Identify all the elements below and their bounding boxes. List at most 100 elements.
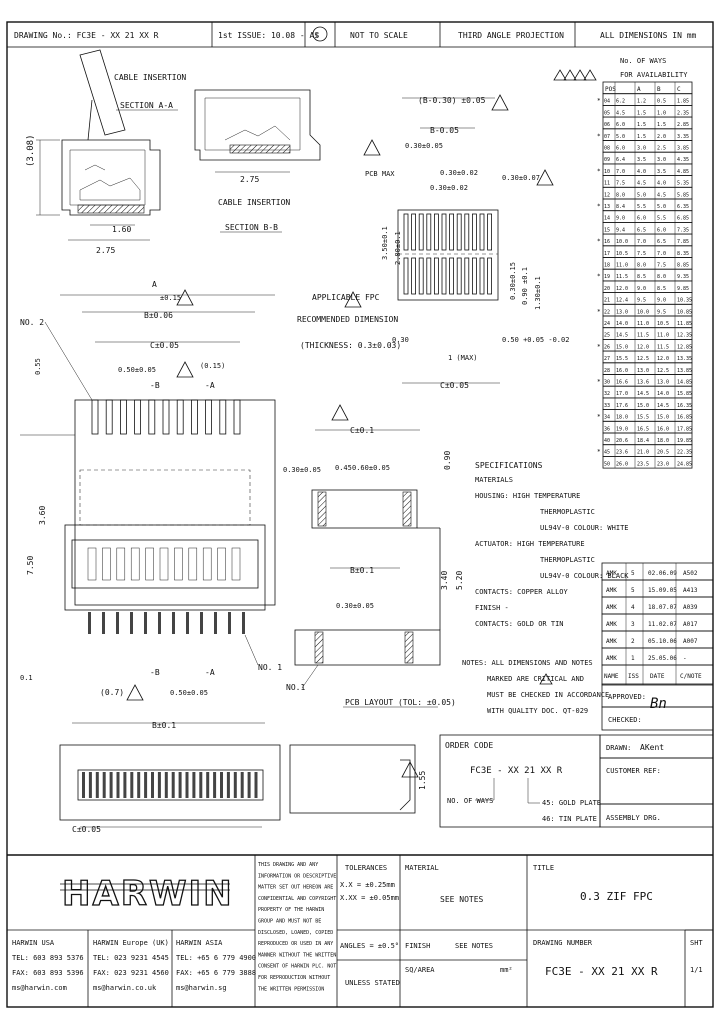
revision-cell: 3 — [631, 621, 635, 628]
table-cell: 5.5 — [637, 204, 646, 210]
footprint-dim-7: 0.30 — [392, 336, 409, 344]
drawing-number-value: FC3E - XX 21 XX R — [545, 965, 658, 978]
fpc-dim-mid: B±0.1 — [350, 566, 374, 575]
copyright-line: THE WRITTEN PERMISSION — [258, 986, 324, 992]
table-cell: 9.5 — [637, 298, 646, 304]
table-cell: 10.0 — [616, 239, 628, 245]
address-line: TEL: 023 9231 4545 — [93, 954, 169, 962]
address-line: TEL: +65 6 779 4900 — [176, 954, 256, 962]
table-cell: 06 — [604, 122, 610, 128]
table-cell: 9.0 — [657, 298, 666, 304]
contact-pin — [199, 772, 203, 798]
front-pins-bottom — [88, 612, 245, 634]
footprint-pad — [426, 257, 432, 295]
table-cell: 18.0 — [616, 415, 628, 421]
contact-pin — [157, 772, 161, 798]
spec-line: FINISH - — [475, 604, 509, 612]
table-cell: 4.0 — [657, 181, 666, 187]
contact-pin — [219, 399, 227, 435]
table-header-cell: A — [637, 86, 641, 93]
copyright-line: CONSENT OF HARWIN PLC. NOT — [258, 964, 336, 970]
tolerance-1: X.X = ±0.25mm — [340, 881, 395, 889]
revision-cell: 2 — [631, 638, 635, 645]
footprint-pad — [487, 257, 493, 295]
table-cell: 34 — [604, 415, 610, 421]
contact-pin — [226, 772, 230, 798]
pcb-footprint-view: (B-0.30) ±0.05 B-0.05 0.30±0.05 0.30±0.0… — [363, 94, 569, 390]
footprint-pad — [471, 257, 477, 295]
contact-pin — [105, 399, 113, 435]
table-cell: 15.5 — [616, 356, 628, 362]
table-cell: 14.85 — [677, 380, 692, 386]
contact-pin — [178, 772, 182, 798]
table-cell: 13 — [604, 204, 610, 210]
table-cell: 3.0 — [637, 146, 646, 152]
table-cell: 8.35 — [677, 251, 689, 257]
table-cell: 1.85 — [677, 99, 689, 105]
table-cell: 11.5 — [657, 344, 669, 350]
footprint-dim-5: 0.30±0.07 — [502, 174, 540, 182]
contact-pin — [240, 772, 244, 798]
front-pins-top — [91, 399, 241, 435]
table-header-cell: POS — [605, 86, 616, 93]
fpc-label: APPLICABLE FPC RECOMMENDED DIMENSION (TH… — [297, 291, 401, 350]
table-cell: 8.85 — [677, 263, 689, 269]
table-cell: 11.5 — [637, 333, 649, 339]
sheet-label: SHT — [690, 939, 703, 947]
fpc-dim-3: 0.60±0.05 — [352, 464, 390, 472]
table-cell: 50 — [604, 461, 610, 467]
fpc-dim-top: C±0.1 — [350, 426, 374, 435]
spec-line: HOUSING: HIGH TEMPERATURE — [475, 492, 580, 500]
footprint-dim-9: 0.50 +0.05 -0.02 — [502, 336, 569, 344]
sec-a-height-dim: (3.08) — [26, 134, 36, 167]
copyright-line: MATTER SET OUT HEREON ARE — [258, 885, 333, 891]
revision-header: C/NOTE — [680, 673, 702, 680]
front-actuator — [71, 539, 259, 589]
address-line: TEL: 603 893 5376 — [12, 954, 84, 962]
table-cell: 1.5 — [637, 110, 646, 116]
front-dim-01: 0.1 — [20, 674, 33, 682]
footprint-pad — [449, 213, 455, 251]
table-cell: 2.35 — [677, 110, 689, 116]
footprint-pad — [403, 213, 409, 251]
table-cell-marker: * — [597, 203, 601, 210]
material-label: MATERIAL — [405, 864, 439, 872]
contact-pin — [220, 772, 223, 798]
table-cell-marker: * — [597, 168, 601, 175]
address-line: FAX: 603 893 5396 — [12, 969, 84, 977]
footprint-pad — [403, 257, 409, 295]
table-cell: 6.35 — [677, 204, 689, 210]
table-cell: 7.5 — [616, 181, 625, 187]
section-a-a-view: (3.08) 1.60 2.75 CABLE INSERTION SECTION… — [26, 49, 186, 255]
table-cell: 11.5 — [616, 274, 628, 280]
table-cell: 6.5 — [637, 227, 646, 233]
front-marker-b: -B — [150, 381, 160, 390]
table-cell: 9.0 — [637, 286, 646, 292]
revision-cell: 4 — [631, 604, 635, 611]
revision-cell: A502 — [683, 570, 698, 577]
table-cell: 8.0 — [637, 263, 646, 269]
table-cell: 6.5 — [657, 239, 666, 245]
table-cell: 33 — [604, 403, 610, 409]
table-cell: 27 — [604, 356, 610, 362]
contact-pin — [134, 399, 142, 435]
table-cell: 3.0 — [657, 157, 666, 163]
table-cell: 7.85 — [677, 239, 689, 245]
customer-ref: CUSTOMER REF: — [606, 767, 661, 775]
table-cell: 30 — [604, 380, 610, 386]
table-cell: 16.0 — [657, 426, 669, 432]
table-cell: 13.6 — [637, 380, 649, 386]
note-line: MUST BE CHECKED IN ACCORDANCE — [487, 691, 609, 699]
critical-triangle-icon — [126, 684, 144, 701]
front-dim-h1: 0.55 — [34, 358, 42, 375]
sheet-value: 1/1 — [690, 966, 703, 974]
address-line: FAX: 023 9231 4560 — [93, 969, 169, 977]
bottom-view-pins — [82, 772, 258, 798]
front-dim-b: B±0.06 — [144, 311, 173, 320]
table-cell: 32 — [604, 391, 610, 397]
